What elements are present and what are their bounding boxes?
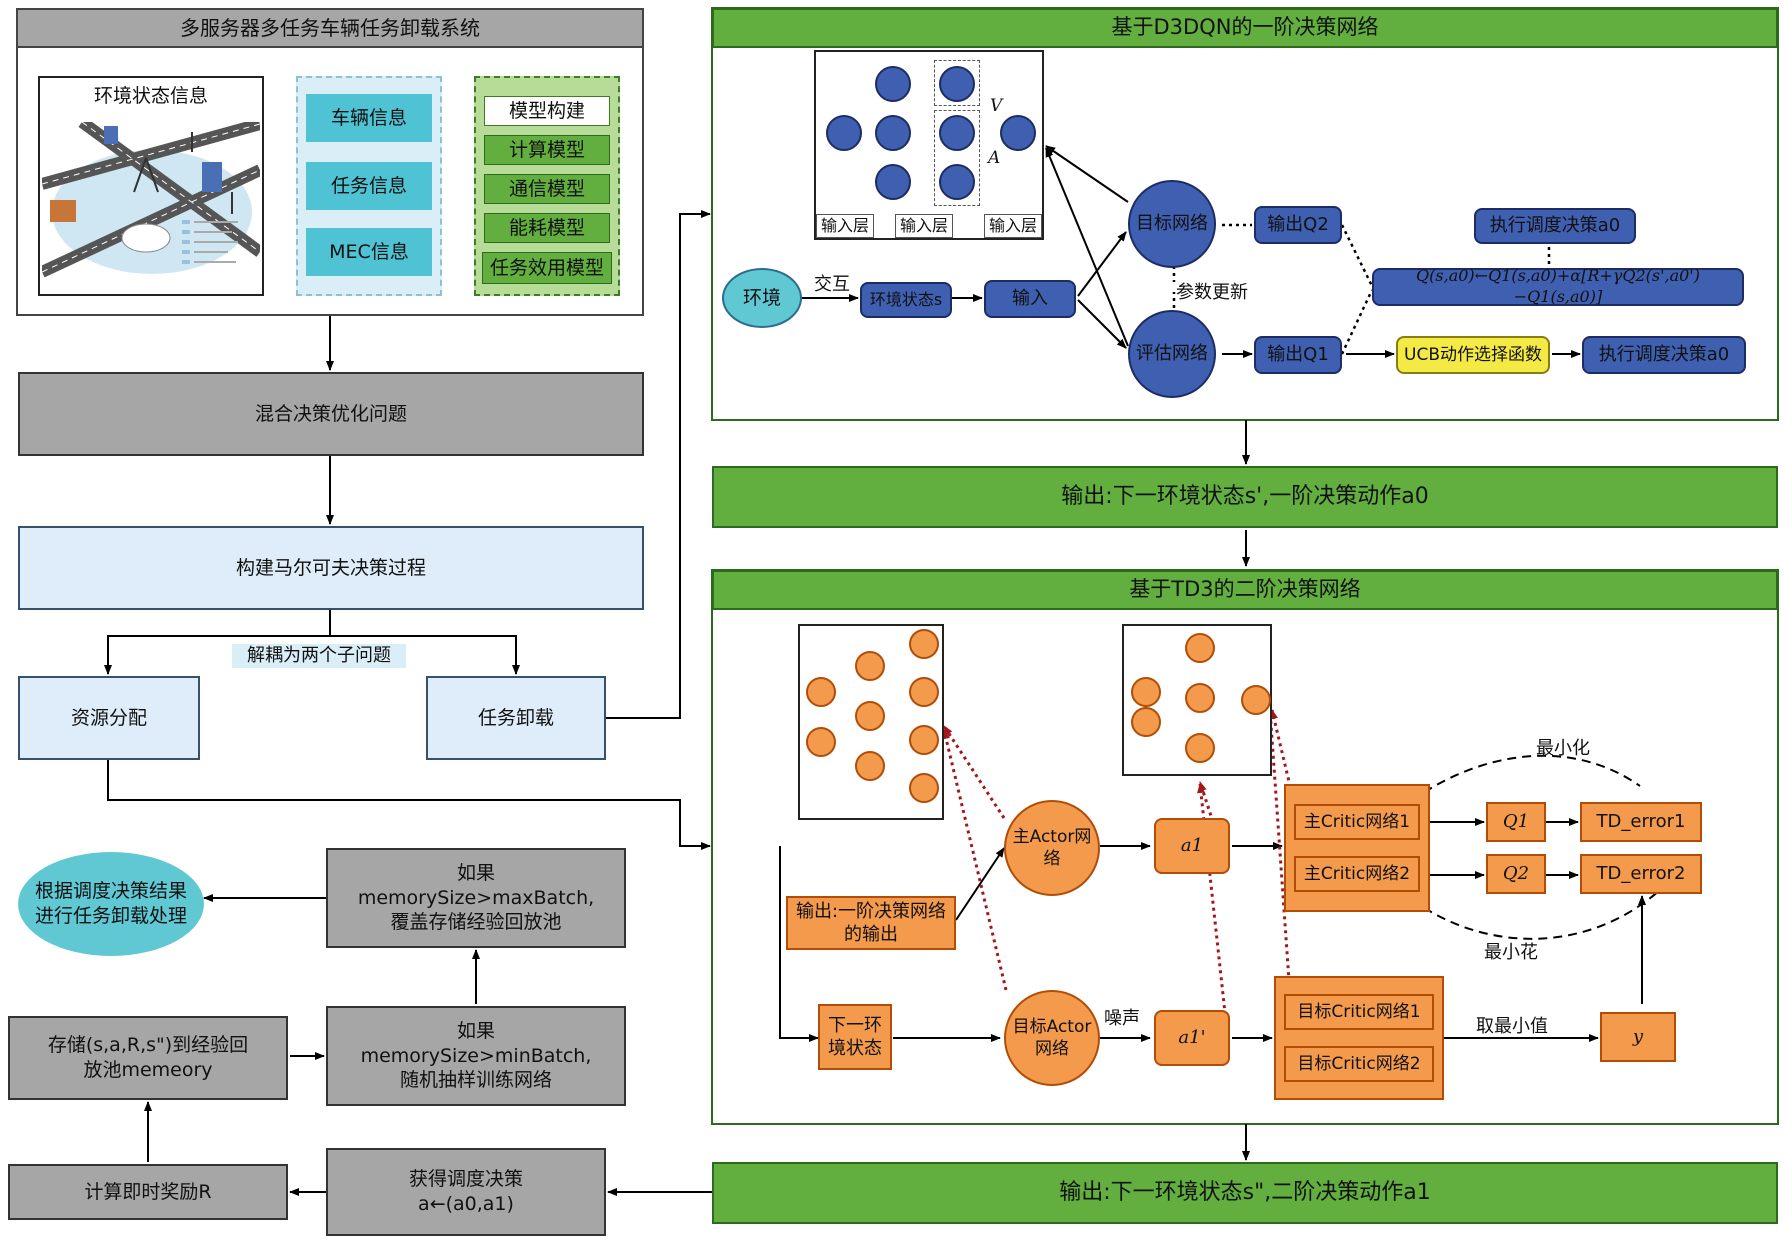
if-min-batch: 如果memorySize>minBatch,随机抽样训练网络 (326, 1006, 626, 1106)
comm-model: 通信模型 (484, 174, 610, 204)
decouple-label: 解耦为两个子问题 (232, 644, 406, 668)
d3dqn-output: 输出:下一环境状态s',一阶决策动作a0 (712, 466, 1778, 528)
hybrid-problem: 混合决策优化问题 (18, 372, 644, 456)
q2-box: Q2 (1486, 854, 1546, 894)
target-critic-1: 目标Critic网络1 (1284, 994, 1434, 1030)
environment: 环境 (722, 268, 802, 328)
target-actor: 目标Actor网络 (1004, 990, 1100, 1086)
q-update-text: Q(s,a0)←Q1(s,a0)+α[R+γQ2(s',a0')−Q1(s,a0… (1416, 266, 1700, 306)
layer-label: 输入层 (816, 214, 874, 238)
td-error-1: TD_error1 (1580, 802, 1702, 842)
layer-label: 输入层 (895, 214, 953, 238)
utility-model: 任务效用模型 (482, 252, 612, 284)
output-q2: 输出Q2 (1254, 206, 1342, 244)
main-critic-2: 主Critic网络2 (1294, 856, 1420, 892)
mec-info: MEC信息 (306, 228, 432, 276)
nn-node (855, 651, 885, 681)
td-error-2: TD_error2 (1580, 854, 1702, 894)
model-build: 模型构建 (484, 96, 610, 126)
param-update-label: 参数更新 (1176, 282, 1248, 303)
target-network: 目标网络 (1128, 180, 1216, 268)
nn-node (806, 727, 836, 757)
interact-label: 交互 (814, 274, 850, 295)
exec-decision-top: 执行调度决策a0 (1474, 208, 1636, 244)
mdp-box: 构建马尔可夫决策过程 (18, 526, 644, 610)
take-min-label: 取最小值 (1476, 1016, 1548, 1037)
d3dqn-title: 基于D3DQN的一阶决策网络 (712, 8, 1778, 48)
q-update-formula: Q(s,a0)←Q1(s,a0)+α[R+γQ2(s',a0')−Q1(s,a0… (1372, 266, 1744, 306)
compute-reward: 计算即时奖励R (8, 1164, 288, 1220)
main-critic-1: 主Critic网络1 (1294, 804, 1420, 840)
if-max-batch: 如果memorySize>maxBatch,覆盖存储经验回放池 (326, 848, 626, 948)
nn-node (806, 677, 836, 707)
compute-model: 计算模型 (484, 135, 610, 165)
target-critic-2: 目标Critic网络2 (1284, 1046, 1434, 1082)
q1-box: Q1 (1486, 802, 1546, 842)
first-stage-output: 输出:一阶决策网络的输出 (786, 896, 956, 950)
v-label: V (990, 96, 1003, 116)
layer-label: 输入层 (984, 214, 1042, 238)
nn-node (875, 115, 911, 151)
nn-node (1131, 677, 1161, 707)
action-a1-prime: a1' (1154, 1010, 1230, 1066)
get-decision: 获得调度决策a←(a0,a1) (326, 1148, 606, 1236)
ucb-function: UCB动作选择函数 (1396, 336, 1550, 374)
nn-node (909, 773, 939, 803)
value-stream-outline (934, 60, 980, 106)
nn-node (1185, 683, 1215, 713)
env-state-label: 环境状态s (869, 289, 943, 309)
nn-node (875, 164, 911, 200)
env-info-label: 环境状态信息 (93, 85, 208, 107)
noise-label: 噪声 (1104, 1008, 1140, 1029)
input-box: 输入 (984, 280, 1076, 318)
main-actor: 主Actor网络 (1004, 800, 1100, 896)
nn-node (1185, 633, 1215, 663)
td3-output: 输出:下一环境状态s",二阶决策动作a1 (712, 1162, 1778, 1224)
eval-network: 评估网络 (1128, 310, 1216, 398)
env-state: 环境状态s (860, 282, 952, 318)
nn-node (909, 677, 939, 707)
td3-title: 基于TD3的二阶决策网络 (712, 570, 1778, 610)
task-info: 任务信息 (306, 162, 432, 210)
action-a1: a1 (1154, 818, 1230, 874)
nn-node (875, 66, 911, 102)
nn-node (939, 164, 975, 200)
next-state: 下一环境状态 (818, 1004, 892, 1070)
task-offload: 任务卸载 (426, 676, 606, 760)
advantage-stream-outline (934, 110, 980, 206)
nn-node (939, 66, 975, 102)
nn-node (939, 115, 975, 151)
nn-node (1241, 685, 1271, 715)
y-box: y (1600, 1012, 1676, 1062)
nn-node (1131, 707, 1161, 737)
nn-node (1000, 115, 1036, 151)
output-q1: 输出Q1 (1254, 336, 1342, 374)
nn-node (826, 115, 862, 151)
nn-node (909, 629, 939, 659)
minimize-label-top: 最小化 (1536, 738, 1590, 759)
nn-node (855, 701, 885, 731)
exec-decision-bottom: 执行调度决策a0 (1582, 336, 1746, 374)
energy-model: 能耗模型 (484, 213, 610, 243)
system-title: 多服务器多任务车辆任务卸载系统 (18, 10, 642, 48)
traffic-scene-illustration (42, 122, 260, 278)
store-experience: 存储(s,a,R,s")到经验回放池memeory (8, 1016, 288, 1100)
vehicle-info: 车辆信息 (306, 94, 432, 142)
nn-node (855, 751, 885, 781)
nn-node (909, 725, 939, 755)
a-label: A (988, 148, 1001, 168)
offload-result: 根据调度决策结果进行任务卸载处理 (18, 852, 204, 956)
resource-alloc: 资源分配 (18, 676, 200, 760)
minimize-label-bottom: 最小花 (1484, 942, 1538, 963)
nn-node (1185, 733, 1215, 763)
